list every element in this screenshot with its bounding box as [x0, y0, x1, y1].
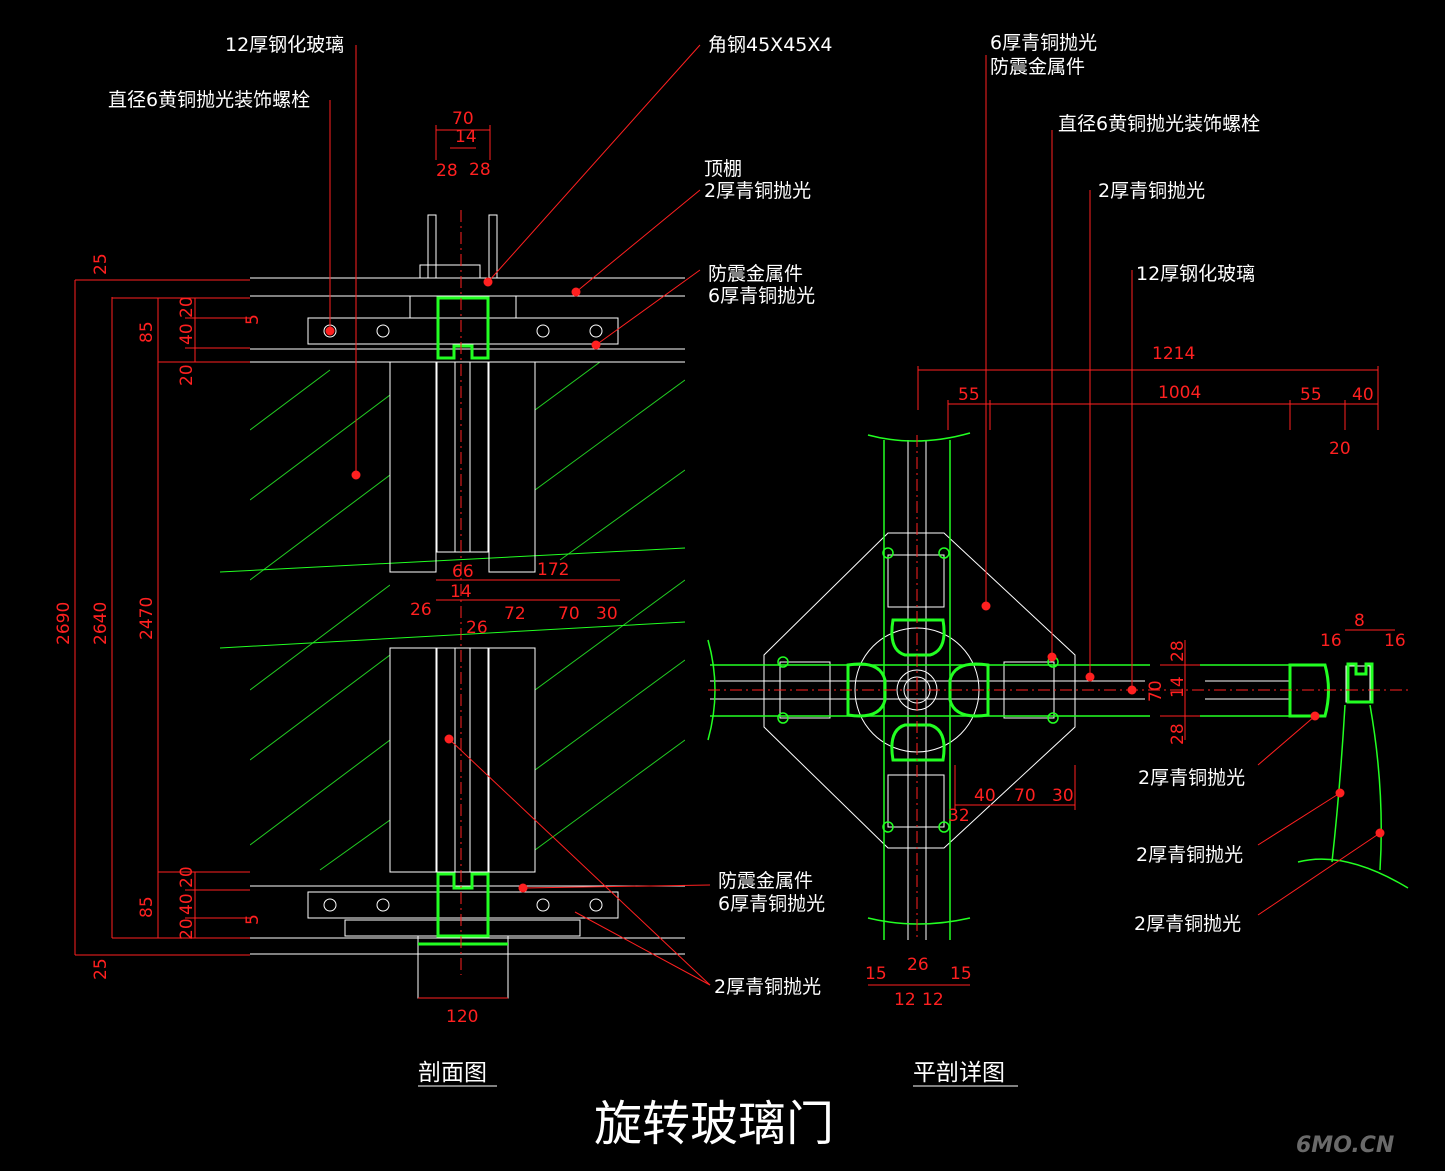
dim-20-top-b: 20 [177, 364, 197, 386]
dim-40-h: 40 [974, 786, 996, 806]
label-bolt-plan: 直径6黄铜抛光装饰螺栓 [1058, 113, 1260, 135]
dim-25-bot: 25 [91, 958, 111, 980]
dim-40-top: 40 [177, 323, 197, 345]
dim-12b: 12 [922, 990, 944, 1010]
dim-20-bot: 20 [177, 866, 197, 888]
dim-70-h: 70 [1014, 786, 1036, 806]
dim-26b: 26 [466, 618, 488, 638]
label-ceiling: 顶棚 [704, 158, 742, 180]
dim-28a-v: 28 [1168, 640, 1188, 662]
wall-hatch-left [250, 369, 390, 871]
label-glass12-plan: 12厚钢化玻璃 [1136, 263, 1255, 285]
label-bronze2-c: 2厚青铜抛光 [1134, 913, 1241, 935]
dim-12a: 12 [894, 990, 916, 1010]
dim-1004: 1004 [1158, 383, 1201, 403]
plan-view: 6厚青铜抛光 防震金属件 直径6黄铜抛光装饰螺栓 2厚青铜抛光 12厚钢化玻璃 … [707, 32, 1410, 1087]
dim-70: 70 [452, 109, 474, 129]
dim-172: 172 [537, 560, 569, 580]
dim-25-top: 25 [91, 253, 111, 275]
dim-40-bot: 40 [177, 893, 197, 915]
dim-20: 20 [1329, 439, 1351, 459]
dim-32: 32 [948, 806, 970, 826]
wall-hatch-right [535, 362, 685, 851]
dim-72: 72 [504, 604, 526, 624]
dim-5-bot: 5 [243, 914, 263, 925]
dim-2690: 2690 [54, 602, 74, 645]
dim-15b: 15 [950, 964, 972, 984]
dim-14: 14 [455, 127, 477, 147]
dim-2470: 2470 [137, 597, 157, 640]
vertical-dims: 25 85 40 20 5 20 2690 2640 2470 20 85 40… [54, 253, 263, 980]
dim-20-bot-b: 20 [177, 918, 197, 940]
dim-40: 40 [1352, 385, 1374, 405]
dim-20-top: 20 [177, 296, 197, 318]
dim-15a: 15 [865, 964, 887, 984]
dim-70-mid: 70 [558, 604, 580, 624]
dim-26a: 26 [410, 600, 432, 620]
dim-30: 30 [596, 604, 618, 624]
label-bronze-bottom: 2厚青铜抛光 [714, 976, 821, 998]
dim-5-top: 5 [243, 314, 263, 325]
label-seismic-bottom: 防震金属件 [718, 870, 813, 892]
label-bronze2-b: 2厚青铜抛光 [1136, 844, 1243, 866]
dim-28a: 28 [436, 161, 458, 181]
dim-16b: 16 [1384, 631, 1406, 651]
main-title: 旋转玻璃门 [594, 1096, 834, 1152]
label-seismic-top-bronze: 6厚青铜抛光 [708, 285, 815, 307]
label-glass12: 12厚钢化玻璃 [225, 34, 344, 56]
watermark: 6MO.CN [1296, 1133, 1394, 1158]
dim-70-v: 70 [1146, 680, 1166, 702]
section-view: 12厚钢化玻璃 直径6黄铜抛光装饰螺栓 角钢45X45X4 顶棚 2厚青铜抛光 … [54, 34, 832, 1087]
dim-55a: 55 [958, 385, 980, 405]
label-bolt: 直径6黄铜抛光装饰螺栓 [108, 89, 310, 111]
label-seismic-bottom-bronze: 6厚青铜抛光 [718, 893, 825, 915]
dim-26-plan: 26 [907, 955, 929, 975]
dim-2640: 2640 [91, 602, 111, 645]
dim-55b: 55 [1300, 385, 1322, 405]
label-ceiling-bronze: 2厚青铜抛光 [704, 180, 811, 202]
label-bronze6: 6厚青铜抛光 [990, 32, 1097, 54]
dim-14-mid: 14 [450, 582, 472, 602]
label-seismic: 防震金属件 [990, 56, 1085, 78]
label-bronze2-top: 2厚青铜抛光 [1098, 180, 1205, 202]
dim-85-top: 85 [137, 321, 157, 343]
dim-30-h: 30 [1052, 786, 1074, 806]
label-seismic-top: 防震金属件 [708, 263, 803, 285]
dim-14-v: 14 [1168, 676, 1188, 698]
dim-8: 8 [1354, 611, 1365, 631]
dim-28b: 28 [469, 160, 491, 180]
dim-28b-v: 28 [1168, 723, 1188, 745]
section-view-title: 剖面图 [418, 1060, 487, 1086]
dim-1214: 1214 [1152, 344, 1195, 364]
plan-view-title: 平剖详图 [913, 1060, 1005, 1086]
label-angle-steel: 角钢45X45X4 [708, 34, 832, 56]
dim-85-bot: 85 [137, 896, 157, 918]
dim-16a: 16 [1320, 631, 1342, 651]
dim-120: 120 [446, 1007, 478, 1027]
label-bronze2-a: 2厚青铜抛光 [1138, 767, 1245, 789]
dim-66: 66 [452, 562, 474, 582]
